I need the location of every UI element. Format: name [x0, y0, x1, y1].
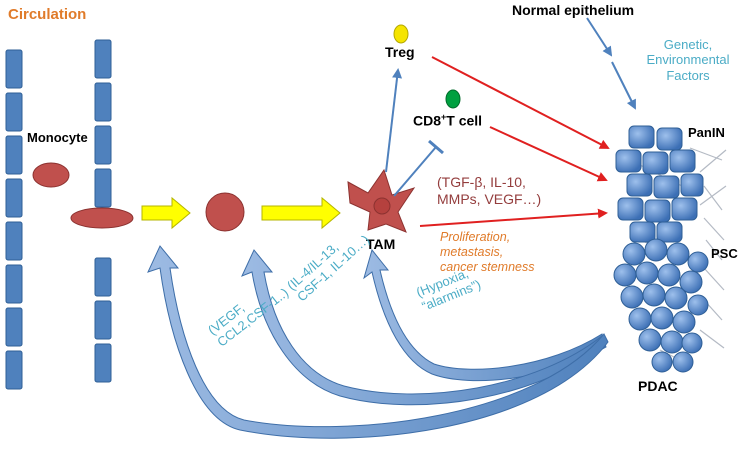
- tam-nucleus: [373, 197, 391, 215]
- cd8-to-tumor-arrow: [489, 126, 608, 182]
- cd8-label: CD8+T cell: [413, 112, 482, 129]
- cd8-cell: [445, 89, 461, 109]
- yellow-arrow-2: [261, 196, 341, 230]
- normal-epithelium-label: Normal epithelium: [512, 2, 635, 18]
- monocyte-cell: [32, 162, 70, 188]
- tissue-monocyte: [205, 192, 245, 232]
- inhibition-bar: [428, 139, 444, 155]
- cd8-label-tail: T cell: [446, 112, 483, 129]
- tam-to-tumor-arrow: [419, 208, 608, 227]
- feedback-arrow-monocyte: [147, 245, 609, 439]
- feedback-arrow-macrophage: [241, 249, 607, 406]
- panin-label: PanIN: [688, 125, 725, 140]
- tam-label: TAM: [366, 236, 396, 252]
- extravasating-monocyte: [70, 207, 134, 229]
- treg-label: Treg: [385, 44, 415, 60]
- treg-cell: [393, 24, 409, 44]
- pdac-cluster: [613, 238, 709, 373]
- factors-label: Genetic, Environmental Factors: [646, 37, 730, 83]
- feedback-arrow-tam: [363, 248, 607, 382]
- epithelium-arrow: [586, 17, 613, 57]
- yellow-arrow-1: [141, 196, 191, 230]
- vessel-wall-left: [5, 49, 23, 390]
- cd8-label-sup: +: [441, 112, 447, 122]
- tam-secretions-label: (TGF-β, IL-10, MMPs, VEGF…): [437, 174, 542, 207]
- factors-arrow: [611, 61, 636, 110]
- treg-to-tumor-arrow: [431, 56, 610, 149]
- vessel-wall-right: [94, 39, 112, 383]
- tam-inhibits-cd8: [393, 146, 437, 197]
- pdac-label: PDAC: [638, 378, 678, 394]
- circulation-label: Circulation: [8, 6, 87, 23]
- cd8-label-main: CD8: [413, 112, 442, 129]
- psc-label: PSC: [711, 246, 738, 261]
- outcomes-label: Proliferation, metastasis, cancer stemne…: [440, 230, 535, 274]
- tam-to-treg-arrow: [385, 68, 403, 173]
- monocyte-label: Monocyte: [27, 130, 88, 145]
- panin-cluster: [615, 125, 704, 243]
